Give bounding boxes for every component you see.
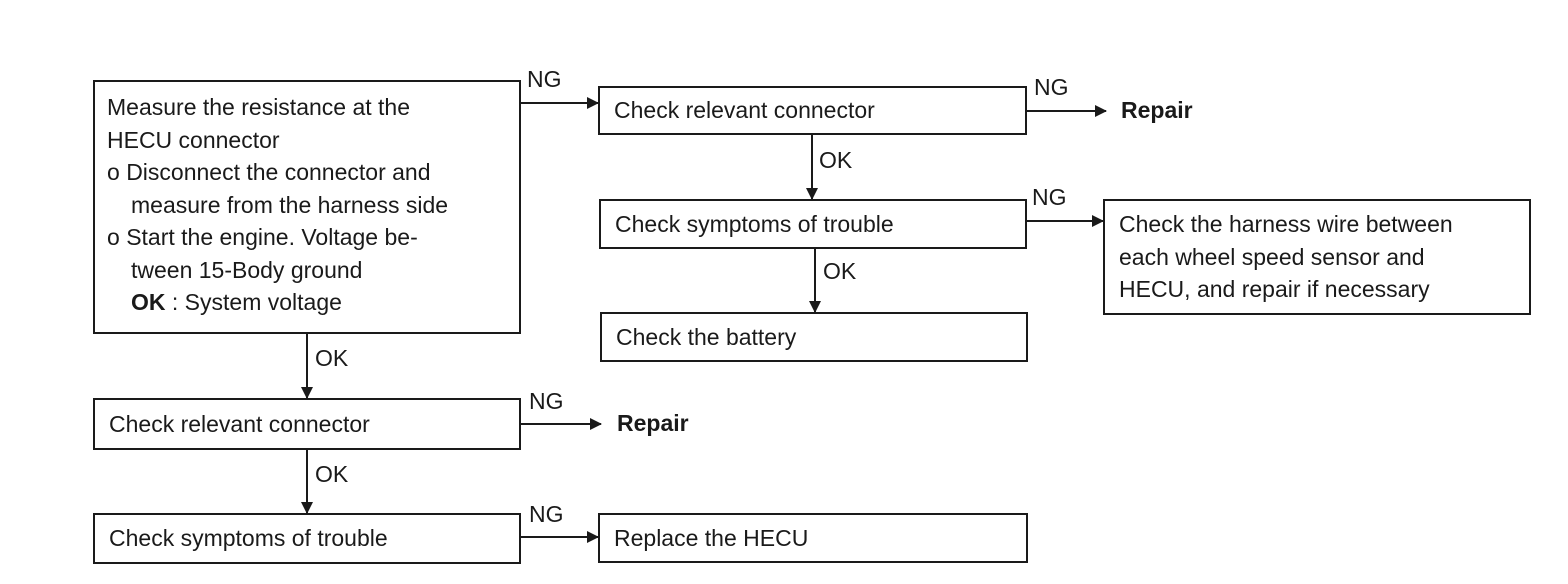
bullet-2-marker: o bbox=[107, 224, 120, 250]
ok-spec-label: OK bbox=[131, 289, 166, 315]
check-connector-top-box: Check relevant connector bbox=[598, 86, 1027, 135]
harness-line-1: Check the harness wire between bbox=[1119, 211, 1453, 237]
replace-hecu-box: Replace the HECU bbox=[598, 513, 1028, 563]
measure-resistance-box: Measure the resistance at the HECU conne… bbox=[93, 80, 521, 334]
check-battery-text: Check the battery bbox=[616, 323, 797, 350]
ok-label-measure: OK bbox=[315, 345, 349, 371]
ok-label-connector-bottom: OK bbox=[315, 461, 349, 487]
harness-line-3: HECU, and repair if necessary bbox=[1119, 276, 1430, 302]
bullet-2-text-1: Start the engine. Voltage be- bbox=[126, 224, 418, 250]
check-battery-box: Check the battery bbox=[600, 312, 1028, 362]
ok-label-connector-top: OK bbox=[819, 147, 853, 173]
bullet-2-line-1: o Start the engine. Voltage be- bbox=[107, 221, 509, 254]
ok-label-symptoms-top: OK bbox=[823, 258, 857, 284]
measure-title-line-1: Measure the resistance at the bbox=[107, 94, 410, 120]
check-symptoms-top-box: Check symptoms of trouble bbox=[599, 199, 1027, 249]
check-connector-bottom-text: Check relevant connector bbox=[109, 410, 370, 437]
ng-label-symptoms-bottom: NG bbox=[529, 501, 564, 527]
check-connector-bottom-box: Check relevant connector bbox=[93, 398, 521, 450]
measure-title-line-2: HECU connector bbox=[107, 126, 280, 153]
check-symptoms-bottom-box: Check symptoms of trouble bbox=[93, 513, 521, 564]
ok-spec-text: : System voltage bbox=[165, 289, 342, 315]
ng-label-connector-top: NG bbox=[1034, 74, 1069, 100]
bullet-2-line-2: tween 15-Body ground bbox=[131, 256, 363, 283]
bullet-1-marker: o bbox=[107, 159, 120, 185]
ng-label-connector-bottom: NG bbox=[529, 388, 564, 414]
harness-line-2: each wheel speed sensor and bbox=[1119, 243, 1425, 270]
repair-label-bottom: Repair bbox=[617, 410, 689, 436]
ok-spec-line: OK : System voltage bbox=[107, 286, 509, 319]
ng-label-measure: NG bbox=[527, 66, 562, 92]
check-harness-box: Check the harness wire between each whee… bbox=[1103, 199, 1531, 315]
check-symptoms-bottom-text: Check symptoms of trouble bbox=[109, 525, 388, 552]
replace-hecu-text: Replace the HECU bbox=[614, 524, 809, 551]
check-connector-top-text: Check relevant connector bbox=[614, 97, 875, 124]
bullet-1-line-1: o Disconnect the connector and bbox=[107, 156, 509, 189]
bullet-1-text-1: Disconnect the connector and bbox=[126, 159, 431, 185]
bullet-1-line-2: measure from the harness side bbox=[131, 191, 449, 218]
repair-label-top: Repair bbox=[1121, 97, 1193, 123]
check-symptoms-top-text: Check symptoms of trouble bbox=[615, 210, 894, 237]
ng-label-symptoms-top: NG bbox=[1032, 184, 1067, 210]
